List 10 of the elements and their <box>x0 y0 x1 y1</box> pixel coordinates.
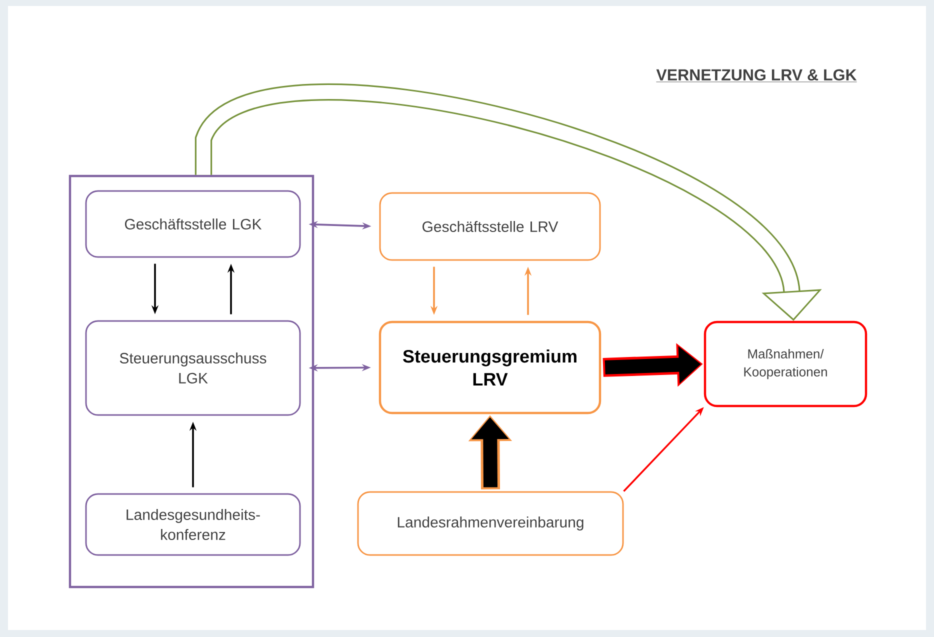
result-box: Maßnahmen/ Kooperationen <box>704 320 868 408</box>
process-box: Geschäftsstelle LGK <box>85 190 301 258</box>
process-box: Geschäftsstelle LRV <box>379 192 601 261</box>
process-box: Steuerungsausschuss LGK <box>85 320 301 416</box>
process-box: Steuerungsgremium LRV <box>378 320 602 414</box>
process-box: Landesgesundheits- konferenz <box>85 493 301 556</box>
diagram-title: VERNETZUNG LRV & LGK <box>656 69 857 82</box>
curved-arrow <box>194 84 822 321</box>
group-frame <box>68 174 314 588</box>
process-box: Landesrahmenvereinbarung <box>357 491 624 556</box>
